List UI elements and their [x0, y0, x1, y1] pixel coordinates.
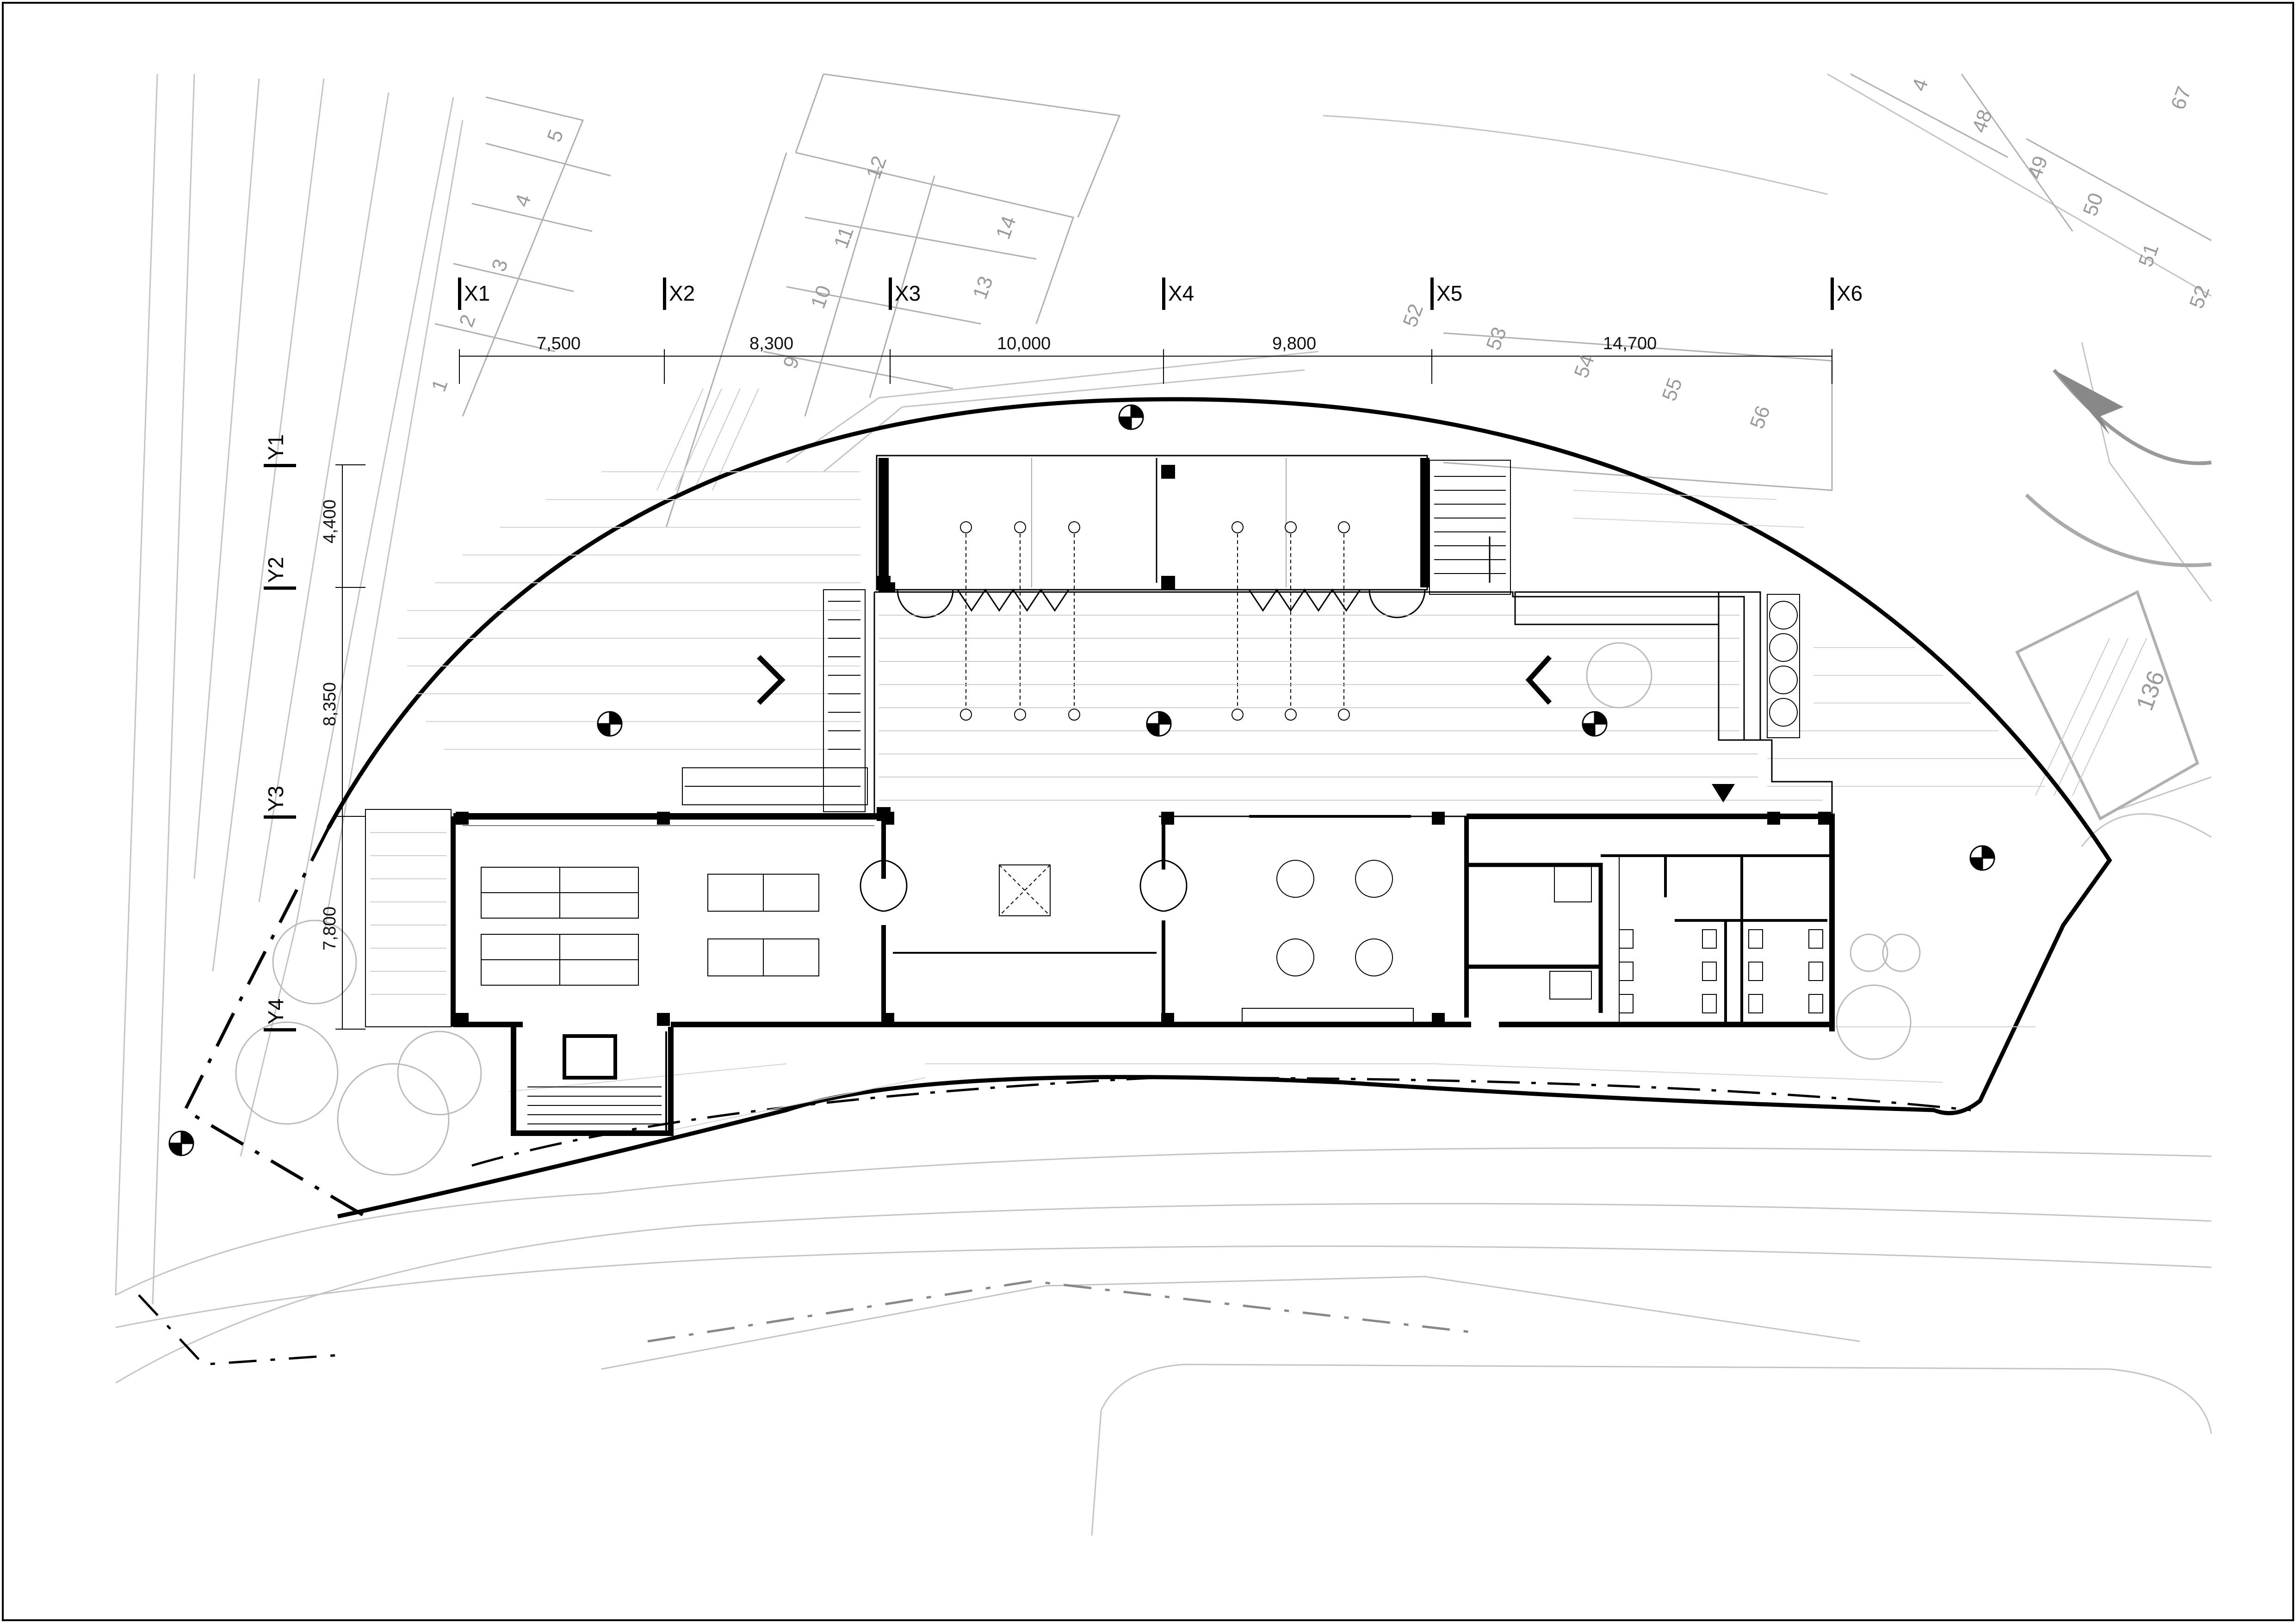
grid-label-x6: X6: [1837, 281, 1863, 305]
stall-number: 67: [2166, 84, 2196, 113]
stall-number: 4: [1907, 76, 1932, 94]
service-rooms: [1467, 854, 1832, 1026]
site-boundary-dash: [183, 827, 366, 1218]
stall-number: 52: [2185, 283, 2214, 312]
grid-label-x1: X1: [464, 281, 490, 305]
swing-doors: [860, 859, 1188, 916]
dim-y2-y3: 8,350: [320, 682, 340, 726]
dim-x5-x6: 14,700: [1603, 334, 1657, 353]
grid-label-y1: Y1: [264, 434, 288, 460]
south-stair: [511, 1027, 674, 1136]
stall-number: 4: [510, 191, 535, 210]
stall-number: 11: [829, 224, 858, 252]
site-dash-lines: [138, 1280, 1472, 1366]
grid-y-markers: [264, 464, 296, 1031]
site-boundary-dash-south: [471, 1076, 1971, 1167]
dimension-lines: [335, 349, 1832, 1030]
stall-number: 5: [543, 127, 568, 145]
stall-number: 14: [991, 213, 1021, 242]
dim-x2-x3: 8,300: [749, 334, 793, 353]
grid-label-y2: Y2: [264, 557, 288, 583]
parking-hatch: [656, 388, 2147, 796]
stall-number: 1: [427, 376, 452, 395]
cafe-tables: [1242, 860, 1414, 1023]
main-deck: [873, 591, 1833, 814]
grid-label-y4: Y4: [264, 999, 288, 1024]
grid-x-markers: [458, 278, 1834, 310]
entry-triangle: [1712, 784, 1735, 802]
level-markers: [168, 404, 1995, 1156]
stall-number: 52: [1399, 301, 1428, 330]
grid-label-y3: Y3: [264, 786, 288, 812]
north-arrow-icon: [2025, 369, 2212, 568]
west-stair: [682, 589, 868, 812]
stall-number: 2: [455, 312, 480, 330]
stall-number: 55: [1658, 375, 1687, 404]
dim-y3-y4: 7,800: [320, 907, 340, 950]
trees: [235, 642, 1921, 1176]
toilet-fixtures: [1619, 929, 1823, 1013]
entry-chevrons: [757, 655, 1552, 705]
stall-number: 53: [1482, 324, 1511, 353]
landscape-hatch: [398, 471, 2045, 1134]
stall-number: 12: [862, 153, 891, 182]
dim-x3-x4: 10,000: [997, 334, 1051, 353]
light-fixtures: [960, 521, 1350, 721]
folding-doors: [897, 588, 1426, 618]
dim-x4-x5: 9,800: [1272, 334, 1316, 353]
stall-number: 56: [1745, 403, 1775, 432]
stall-number: 50: [2079, 190, 2108, 219]
stall-number: 136: [2131, 667, 2170, 714]
grid-label-x3: X3: [895, 281, 921, 305]
dim-y1-y2: 4,400: [320, 500, 340, 543]
parking-stalls: [434, 73, 2212, 821]
site-boundary-arc: [327, 397, 2112, 1219]
dim-x1-x2: 7,500: [537, 334, 581, 353]
columns: [456, 465, 1831, 1026]
shop-tables: [463, 825, 874, 986]
stall-number: 48: [1968, 107, 1997, 136]
west-deck: [365, 809, 452, 1027]
grid-label-x2: X2: [669, 281, 695, 305]
north-stair: [1429, 460, 1511, 595]
stall-number: 10: [806, 283, 835, 312]
south-block: [451, 813, 1835, 1031]
grid-label-x4: X4: [1168, 281, 1194, 305]
stall-number: 49: [2023, 153, 2052, 182]
grid-label-x5: X5: [1436, 281, 1462, 305]
stall-number: 13: [968, 273, 997, 302]
